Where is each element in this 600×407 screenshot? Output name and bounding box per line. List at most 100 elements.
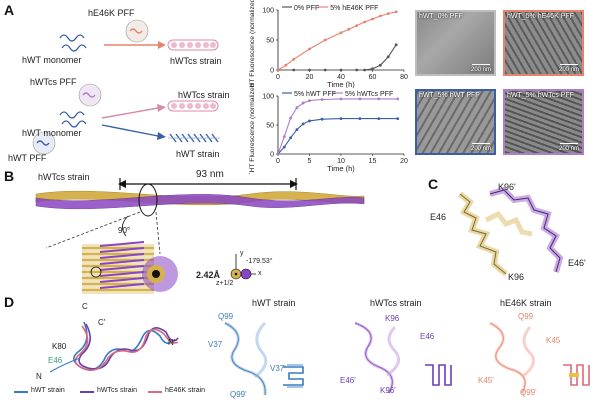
data-point bbox=[295, 106, 299, 109]
y-axis-label: THT Fluorescence (normalized,%) bbox=[249, 84, 256, 174]
c-label-k96: K96 bbox=[508, 272, 525, 282]
data-point bbox=[396, 117, 400, 121]
y-tick-label: 50 bbox=[266, 38, 274, 45]
strain-title-hwt: hWT strain bbox=[252, 298, 296, 308]
data-point bbox=[386, 12, 390, 16]
label-strain-cs-1: hWTcs strain bbox=[170, 56, 222, 66]
data-point bbox=[377, 117, 381, 121]
x-tick-label: 10 bbox=[337, 158, 345, 165]
series-line-0-1 bbox=[277, 11, 397, 71]
legend-swatch-wt bbox=[14, 391, 28, 393]
data-point bbox=[301, 122, 305, 126]
overlay-label-k80: K80 bbox=[52, 342, 67, 351]
y-tick-label: 0 bbox=[270, 152, 274, 159]
fibril-cs-2 bbox=[167, 100, 219, 112]
tem-caption: hWT_5% hE46K PFF bbox=[507, 13, 574, 20]
y-tick-label: 100 bbox=[262, 8, 274, 15]
data-point bbox=[323, 68, 327, 72]
arrowhead-row1 bbox=[158, 41, 166, 49]
data-point bbox=[363, 68, 367, 72]
panel-label-a: A bbox=[4, 2, 15, 18]
pff-vial-cs bbox=[78, 83, 102, 107]
tem-scale: 200 nm bbox=[558, 146, 579, 152]
tem-scale: 200 nm bbox=[470, 67, 491, 73]
hwt-label-v37p: V37' bbox=[270, 364, 286, 373]
layer-stack bbox=[82, 241, 178, 294]
tem-image-wt: hWT_5% hWT PFF 200 nm bbox=[415, 89, 496, 155]
twist-label: -179.53° bbox=[246, 258, 273, 265]
data-point bbox=[289, 116, 292, 120]
data-point bbox=[339, 31, 343, 35]
backbone-gold bbox=[459, 193, 507, 275]
overlay-structure bbox=[49, 321, 179, 373]
tem-caption: hWT_5% hWT PFF bbox=[419, 92, 480, 99]
pff-squiggle-e46k bbox=[129, 28, 143, 34]
data-point bbox=[358, 97, 362, 101]
pff-squiggle-wt bbox=[36, 140, 50, 146]
data-point bbox=[355, 68, 359, 72]
data-point bbox=[358, 117, 362, 121]
hwtcs-label-k96p: K96' bbox=[380, 386, 396, 395]
monomer-glyph-1 bbox=[59, 34, 87, 52]
x-tick-label: 20 bbox=[306, 74, 314, 81]
angle-label: 90° bbox=[118, 226, 131, 235]
series-line-1-0 bbox=[277, 118, 398, 155]
hwt-label-q99: Q99 bbox=[218, 312, 234, 321]
label-pff-e46k: hE46K PFF bbox=[88, 8, 135, 18]
data-point bbox=[284, 63, 288, 67]
axis-purple-dot bbox=[240, 268, 252, 280]
x-tick-label: 15 bbox=[369, 158, 377, 165]
tem-image-e46k: hWT_5% hE46K PFF 200 nm bbox=[503, 10, 584, 76]
legend-swatch-cs bbox=[80, 391, 94, 393]
hwtcs-label-e46: E46 bbox=[420, 332, 435, 341]
trace-wt bbox=[73, 321, 175, 371]
overlay-label-e46: E46 bbox=[48, 356, 63, 365]
data-point bbox=[292, 57, 296, 61]
arrowhead-row2 bbox=[157, 104, 166, 112]
data-point bbox=[339, 97, 343, 101]
length-label: 93 nm bbox=[196, 169, 224, 180]
y-tick-label: 100 bbox=[262, 94, 274, 101]
x-tick-label: 40 bbox=[337, 74, 345, 81]
panel-label-b: B bbox=[4, 168, 15, 184]
pff-vial-wt bbox=[32, 131, 56, 155]
data-point bbox=[394, 43, 398, 47]
data-point bbox=[386, 55, 390, 59]
x-axis-label: Time (h) bbox=[327, 80, 355, 88]
legend-label: 5% hWTcs PFF bbox=[345, 91, 393, 98]
hwt-label-q99p: Q99' bbox=[230, 390, 247, 399]
tem-caption: hWT_0% PFF bbox=[419, 13, 463, 20]
x-tick-label: 80 bbox=[400, 74, 408, 81]
data-point bbox=[292, 68, 296, 72]
pff-vial-e46k bbox=[125, 19, 149, 43]
he46k-label-k45p: K45' bbox=[478, 376, 494, 385]
strain-title-hwtcs: hWTcs strain bbox=[370, 298, 422, 308]
distance-label: 2.42Å bbox=[196, 270, 221, 280]
data-point bbox=[301, 101, 305, 105]
y-tick-label: 0 bbox=[270, 68, 274, 75]
c-label-k96p: K96' bbox=[498, 182, 516, 192]
hwtcs-label-k96: K96 bbox=[385, 314, 400, 323]
label-strain-cs-2: hWTcs strain bbox=[178, 90, 230, 100]
he46k-label-q99p: Q99' bbox=[520, 388, 537, 397]
scale-bar bbox=[560, 142, 578, 144]
axis-z-label: z+1/2 bbox=[216, 280, 234, 287]
data-point bbox=[339, 68, 343, 72]
legend-label: 5% hE46K PFF bbox=[330, 5, 378, 12]
tem-caption: hWT_5% hWTcs PFF bbox=[507, 92, 574, 99]
scale-bar bbox=[472, 142, 490, 144]
x-tick-label: 0 bbox=[276, 158, 280, 165]
he46k-label-k45: K45 bbox=[546, 336, 561, 345]
panel-label-d: D bbox=[4, 294, 15, 310]
arrow-row3 bbox=[101, 124, 159, 137]
zoom-circle bbox=[138, 183, 158, 217]
c-label-e46: E46 bbox=[430, 212, 447, 222]
data-point bbox=[276, 152, 280, 156]
scale-bar bbox=[472, 63, 490, 65]
y-axis-label: THT Fluorescence (normalized,%) bbox=[249, 0, 256, 88]
trace-e46k bbox=[74, 325, 179, 372]
data-point bbox=[308, 99, 311, 103]
data-point bbox=[295, 128, 299, 132]
data-point bbox=[394, 10, 398, 14]
